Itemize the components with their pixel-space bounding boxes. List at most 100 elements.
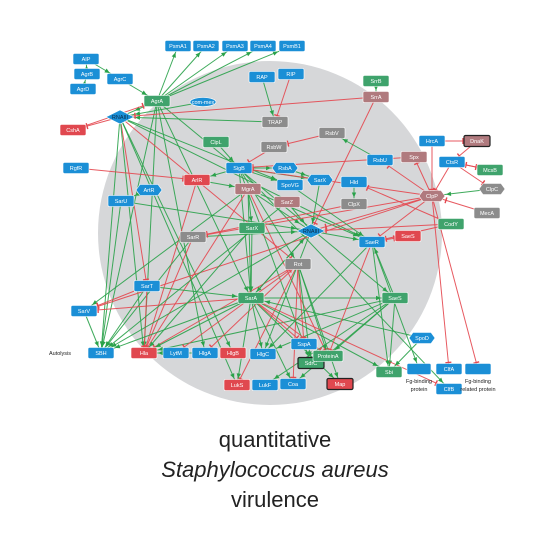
node-shape [473,207,501,219]
edge-arrowhead [382,286,388,292]
edge-MgrA-SarV [83,188,249,312]
node-agrb: AgrB [73,68,101,80]
edge-SarA-Coa [250,297,294,385]
node-label: AIP [82,57,91,63]
fg-binding-related-label-line2: related protein [460,387,495,393]
node-label: ClpX [348,202,360,208]
node-psma2: PsmA2 [192,40,220,52]
edge-SrrA-RNAIII [119,96,377,118]
node-shape [340,176,368,188]
node-shape [478,183,506,195]
edge-arrowhead [264,300,271,305]
node-shape [277,68,305,80]
edge-Rot-HlgA [204,263,299,354]
edge-arrowhead [335,344,341,350]
node-shape [435,363,463,375]
edge-arrowhead [328,372,334,378]
node-psma3: PsmA3 [221,40,249,52]
edge-arrowhead [357,231,364,236]
edge-SarA-LukS [236,297,252,386]
node-shape [249,40,277,52]
node-shape [251,379,279,391]
edge-inhibition-bar [464,161,468,169]
edge-Rot-SspA [297,263,305,345]
edge-inhibition-bar [392,235,396,242]
edge-arrowhead [395,360,401,366]
node-shape [394,230,422,242]
caption-line-2: Staphylococcus aureus [161,457,389,482]
edge-arrowhead [342,138,349,144]
node-shape [59,124,87,136]
node-map: Map [326,377,354,391]
fg-binding-protein-label-line2: protein [411,387,428,393]
node-shape [179,231,207,243]
node-label: PsmA1 [169,44,187,50]
node-artr: ArtR [135,184,163,196]
node-label: HlgC [257,352,269,358]
node-label: ClpP [426,194,438,200]
node-coa: Coa [279,378,307,390]
node-clpx: ClpX [340,198,368,210]
edge-arrowhead [269,342,275,348]
node-shape [133,280,161,292]
node-label: SBH [95,351,106,357]
node-label: TRAP [268,120,283,126]
edge-inhibition-bar [141,102,145,109]
free-labels: Autolysis Fg-binding protein Fg-binding … [49,351,496,393]
node-label: SigB [233,166,245,172]
node-shape [191,347,219,359]
edge-arrowhead [311,217,316,224]
node-shape [375,366,403,378]
edge-arrowhead [269,110,274,116]
node-label: SspA [297,342,310,348]
node-label: SaeS [388,296,402,302]
node-label: SarU [115,199,128,205]
node-label: RIP [286,72,296,78]
edge-RNAIII-HlgB [119,116,234,354]
node-saru: SarU [107,195,135,207]
node-label: LukF [259,383,272,389]
node-sigb: SigB [225,162,253,174]
edge-SarA-LytM [175,297,252,354]
node-label: Rot [294,262,303,268]
edge-arrowhead [248,216,254,222]
edge-arrowhead [274,374,280,379]
edge-arrowhead [290,229,297,235]
node-label: SrrB [371,79,382,85]
edge-arrowhead [228,156,234,162]
node-saes2: SaeS [381,292,409,304]
node-arlr: ArlR [183,174,211,186]
node-rap: RAP [248,71,276,83]
node-shape [62,162,90,174]
edge-RNAIII-Rot [119,116,299,265]
node-sarv: SarV [70,305,98,317]
edge-SaeS2-HlgC [262,297,396,355]
edge-arrowhead [322,344,327,350]
node-rsbw: RsbW [260,141,288,153]
edge-inhibition-bar [85,123,89,130]
node-clfa: ClfA [435,363,463,375]
node-agrc: AgrC [106,73,134,85]
node-psma4: PsmA4 [249,40,277,52]
node-shape [237,292,265,304]
edge-arrowhead [376,295,381,301]
edge-arrowhead [158,350,163,356]
node-label: SdrC [305,361,318,367]
node-shape [296,223,326,239]
node-label: SarR [187,235,200,241]
edge-AgrA-SarA [156,100,252,299]
edge-arrowhead [94,341,99,347]
edge-SaeS2-ProteinA [327,297,396,357]
node-ctsr: CtsR [438,156,466,168]
edge-RNAIII-SpoVG [119,116,291,186]
node-shape [278,40,306,52]
node-psma1: PsmA1 [164,40,192,52]
edge-arrowhead [231,293,238,298]
node-sart: SarT [133,280,161,292]
edge-SigB-SdrC [238,167,312,364]
edge-arrowhead [210,172,217,177]
node-shape [202,136,230,148]
node-hla: Hla [130,347,158,359]
node-spovg: SpoVG [276,179,304,191]
node-shape [105,109,135,125]
